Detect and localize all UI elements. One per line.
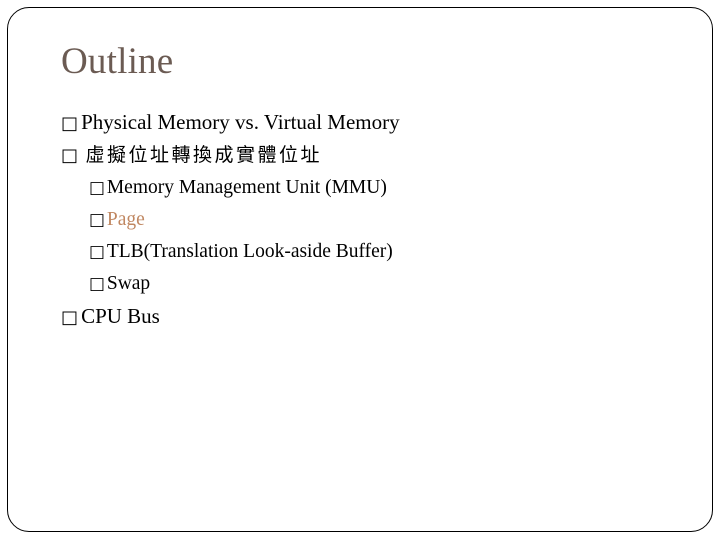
list-item-label: CPU Bus (81, 304, 160, 328)
square-bullet-icon: □ (61, 145, 81, 166)
square-bullet-icon: □ (61, 113, 79, 134)
list-item-label: Swap (106, 273, 151, 294)
list-item: □Page (0, 204, 700, 236)
square-bullet-icon: □ (89, 209, 105, 229)
list-item: □虛擬位址轉換成實體位址 (0, 139, 700, 172)
list-item-label: TLB(Translation Look-aside Buffer) (106, 241, 393, 262)
list-item-label: Physical Memory vs. Virtual Memory (81, 110, 400, 134)
square-bullet-icon: □ (61, 307, 79, 328)
list-item: □TLB(Translation Look-aside Buffer) (0, 236, 700, 268)
page-title: Outline (61, 41, 174, 82)
outline-list: □Physical Memory vs. Virtual Memory□虛擬位址… (0, 106, 700, 333)
list-item: □CPU Bus (0, 300, 700, 333)
square-bullet-icon: □ (89, 273, 105, 293)
list-item-label: Page (106, 209, 145, 230)
list-item-label: 虛擬位址轉換成實體位址 (85, 144, 323, 166)
list-item-label: Memory Management Unit (MMU) (106, 177, 387, 198)
square-bullet-icon: □ (89, 177, 105, 197)
list-item: □Memory Management Unit (MMU) (0, 172, 700, 204)
square-bullet-icon: □ (89, 241, 105, 261)
list-item: □Swap (0, 268, 700, 300)
list-item: □Physical Memory vs. Virtual Memory (0, 106, 700, 139)
